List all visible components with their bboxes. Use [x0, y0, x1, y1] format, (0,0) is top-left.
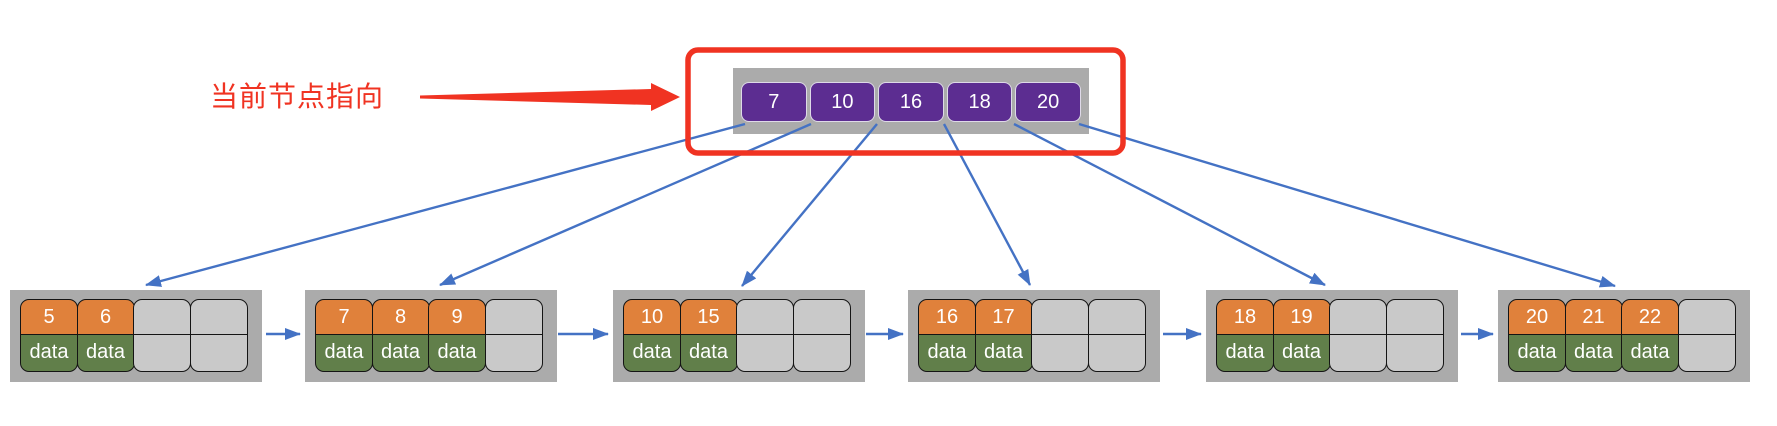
leaf-slot — [1677, 299, 1736, 372]
key-cell: 18 — [1216, 299, 1274, 335]
empty-cell — [792, 299, 851, 335]
empty-cell — [1385, 299, 1444, 335]
data-cell: data — [623, 333, 681, 372]
empty-cell — [189, 333, 248, 372]
empty-cell — [133, 299, 191, 335]
key-cell: 15 — [679, 299, 738, 335]
data-cell: data — [371, 333, 430, 372]
empty-cell — [189, 299, 248, 335]
key-cell: 10 — [623, 299, 681, 335]
root-key-cell: 10 — [809, 82, 876, 122]
root-to-leaf-arrow-5 — [1013, 122, 1326, 287]
root-to-leaf-arrow-6 — [1078, 122, 1616, 288]
key-cell: 17 — [974, 299, 1033, 335]
empty-cell — [484, 299, 543, 335]
key-cell: 6 — [76, 299, 135, 335]
leaf-slot — [189, 299, 248, 372]
leaf-slot — [1031, 299, 1089, 372]
leaf-slot — [1087, 299, 1146, 372]
key-cell: 19 — [1272, 299, 1331, 335]
data-cell: data — [974, 333, 1033, 372]
leaf-slot — [736, 299, 794, 372]
root-key-cell: 7 — [741, 82, 807, 122]
annotation-arrow — [420, 83, 680, 111]
empty-cell — [1677, 333, 1736, 372]
data-cell: data — [1564, 333, 1623, 372]
leaf-slot — [133, 299, 191, 372]
data-cell: data — [1272, 333, 1331, 372]
leaf-slot — [484, 299, 543, 372]
empty-cell — [792, 333, 851, 372]
leaf-slot — [1385, 299, 1444, 372]
current-node-annotation-label: 当前节点指向 — [210, 81, 385, 112]
root-key-cell: 20 — [1015, 82, 1081, 122]
empty-cell — [1087, 299, 1146, 335]
root-to-leaf-arrow-2 — [439, 122, 812, 287]
empty-cell — [1031, 333, 1089, 372]
root-key-cell: 16 — [878, 82, 944, 122]
empty-cell — [484, 333, 543, 372]
leaf-slot — [1329, 299, 1387, 372]
empty-cell — [1677, 299, 1736, 335]
leaf-slot — [792, 299, 851, 372]
data-cell: data — [918, 333, 976, 372]
data-cell: data — [315, 333, 373, 372]
data-cell: data — [1621, 333, 1679, 372]
data-cell: data — [1508, 333, 1566, 372]
key-cell: 8 — [371, 299, 430, 335]
key-cell: 21 — [1564, 299, 1623, 335]
root-key-cell: 18 — [946, 82, 1013, 122]
empty-cell — [1329, 333, 1387, 372]
empty-cell — [1087, 333, 1146, 372]
data-cell: data — [428, 333, 486, 372]
key-cell: 22 — [1621, 299, 1679, 335]
key-cell: 5 — [20, 299, 78, 335]
empty-cell — [1385, 333, 1444, 372]
root-to-leaf-arrow-1 — [145, 122, 746, 287]
empty-cell — [1031, 299, 1089, 335]
empty-cell — [133, 333, 191, 372]
key-cell: 20 — [1508, 299, 1566, 335]
root-to-leaf-arrow-4 — [942, 123, 1032, 286]
root-to-leaf-arrow-3 — [741, 123, 878, 287]
empty-cell — [736, 299, 794, 335]
data-cell: data — [679, 333, 738, 372]
data-cell: data — [1216, 333, 1274, 372]
empty-cell — [1329, 299, 1387, 335]
data-cell: data — [20, 333, 78, 372]
data-cell: data — [76, 333, 135, 372]
key-cell: 7 — [315, 299, 373, 335]
key-cell: 16 — [918, 299, 976, 335]
empty-cell — [736, 333, 794, 372]
key-cell: 9 — [428, 299, 486, 335]
